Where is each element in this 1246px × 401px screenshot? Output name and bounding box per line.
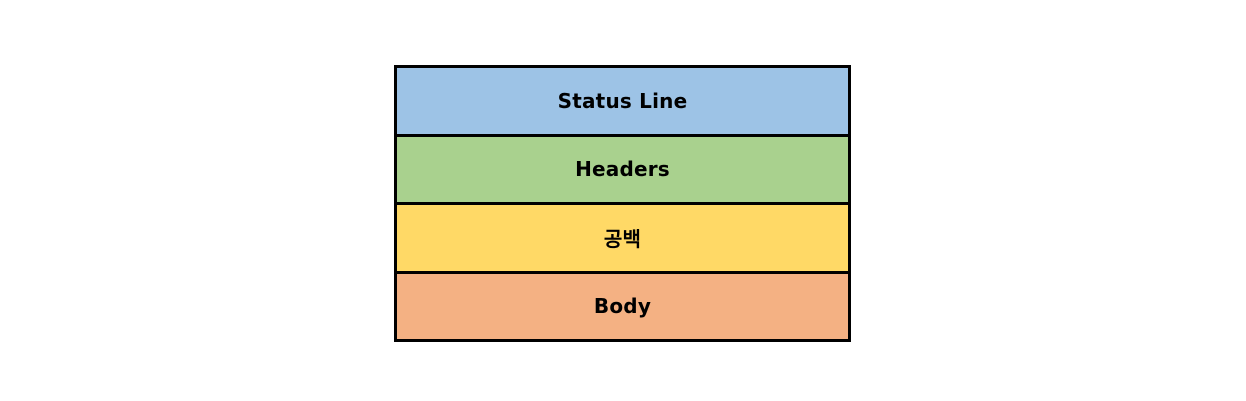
message-structure-diagram: Status Line Headers 공백 Body: [394, 65, 851, 342]
status-line-block: Status Line: [397, 68, 848, 137]
headers-label: Headers: [575, 157, 670, 182]
blank-line-block: 공백: [397, 205, 848, 274]
status-line-label: Status Line: [557, 88, 688, 113]
body-label: Body: [593, 294, 652, 319]
blank-line-label: 공백: [603, 227, 642, 252]
body-block: Body: [397, 273, 848, 339]
headers-block: Headers: [397, 136, 848, 205]
